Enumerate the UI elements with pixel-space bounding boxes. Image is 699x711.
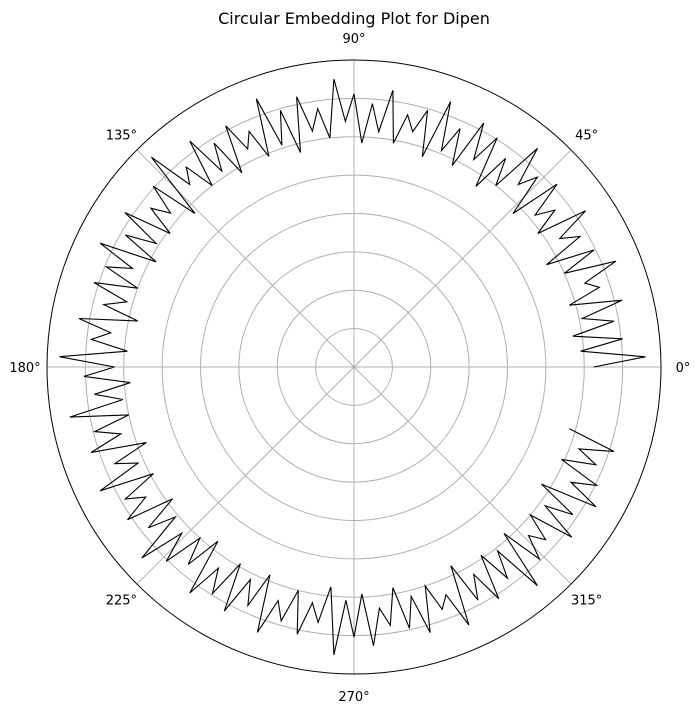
theta-tick-label-315: 315° [571, 594, 602, 609]
theta-gridline-135 [136, 149, 572, 585]
polar-frame [46, 59, 662, 675]
theta-tick-labels: 0° 45° 90° 135° 180° 225° 270° 315° [9, 32, 690, 705]
theta-tick-label-0: 0° [676, 361, 691, 376]
chart-title: Circular Embedding Plot for Dipen [218, 9, 490, 28]
theta-tick-label-90: 90° [342, 32, 365, 47]
theta-tick-label-135: 135° [106, 128, 137, 143]
series-layer [59, 78, 646, 656]
series-line-0 [59, 78, 646, 656]
theta-tick-label-45: 45° [575, 128, 598, 143]
theta-tick-label-180: 180° [9, 361, 40, 376]
polar-grid [47, 60, 661, 674]
theta-tick-label-225: 225° [106, 594, 137, 609]
theta-tick-label-270: 270° [338, 690, 369, 705]
